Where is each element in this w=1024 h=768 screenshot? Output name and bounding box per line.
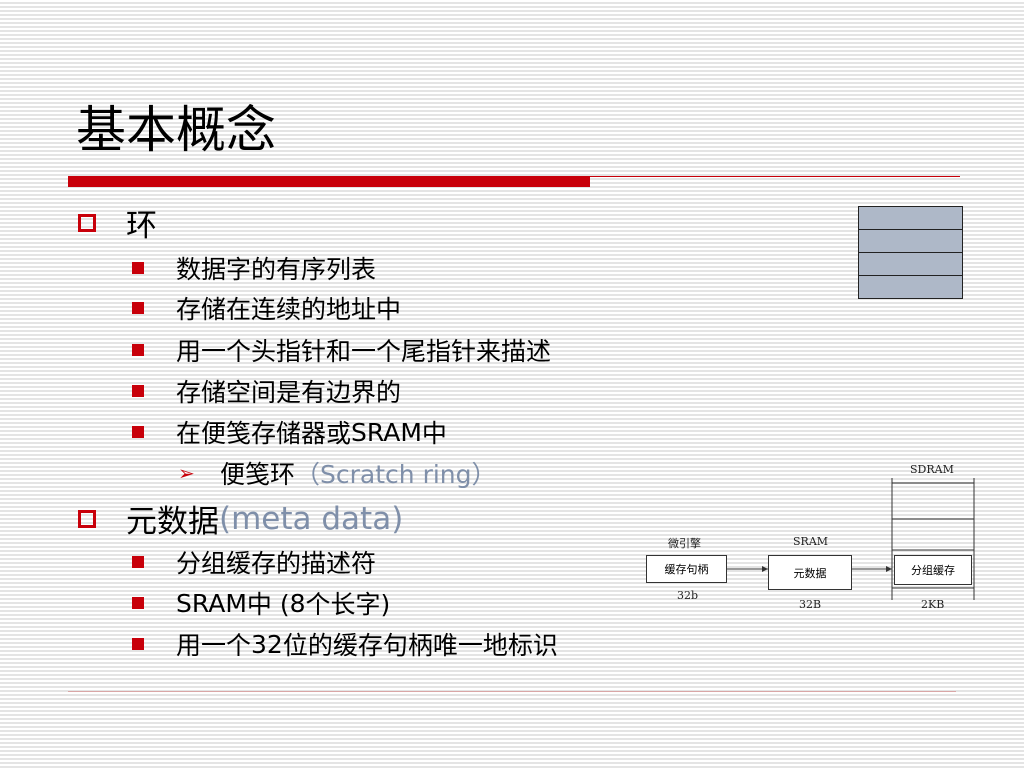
microengine-label: 微引擎 — [668, 537, 701, 550]
square-bullet-icon — [132, 597, 144, 609]
footer-rule — [68, 691, 956, 692]
meta-size: 32B — [799, 598, 822, 611]
buffer-box: 分组缓存 — [894, 555, 972, 585]
square-bullet-icon — [132, 556, 144, 568]
title-underline-thick — [68, 176, 590, 187]
sdram-label: SDRAM — [910, 463, 954, 476]
hollow-square-bullet-icon — [78, 509, 96, 528]
arrow-bullet-icon: ➢ — [178, 461, 195, 485]
square-bullet-icon — [132, 302, 144, 314]
square-bullet-icon — [132, 426, 144, 438]
handle-size: 32b — [677, 589, 699, 602]
buffer-size: 2KB — [921, 598, 945, 611]
arrowhead — [762, 566, 768, 572]
square-bullet-icon — [132, 344, 144, 356]
list-item: 存储空间是有边界的 — [132, 373, 401, 409]
square-bullet-icon — [132, 638, 144, 650]
hollow-square-bullet-icon — [78, 213, 96, 232]
ring-cell — [858, 252, 963, 276]
ring-illustration — [858, 206, 963, 299]
meta-box: 元数据 — [768, 555, 852, 590]
list-item: 分组缓存的描述符 — [132, 544, 376, 580]
handle-box: 缓存句柄 — [646, 555, 727, 583]
title-underline-thin — [590, 176, 960, 177]
ring-cell — [858, 229, 963, 253]
square-bullet-icon — [132, 385, 144, 397]
square-bullet-icon — [132, 262, 144, 274]
bullet-ring: 环 — [78, 200, 157, 245]
list-item: 存储在连续的地址中 — [132, 290, 401, 326]
bullet-ring-label: 环 — [126, 208, 157, 244]
slide-title: 基本概念 — [76, 101, 276, 159]
bullet-meta: 元数据(meta data) — [78, 496, 403, 541]
ring-cell — [858, 275, 963, 299]
list-item: 数据字的有序列表 — [132, 250, 376, 286]
arrowhead — [886, 566, 892, 572]
sub-list-item: ➢ 便笺环（Scratch ring） — [178, 460, 497, 489]
sram-label: SRAM — [793, 535, 829, 548]
list-item: 用一个头指针和一个尾指针来描述 — [132, 332, 551, 368]
